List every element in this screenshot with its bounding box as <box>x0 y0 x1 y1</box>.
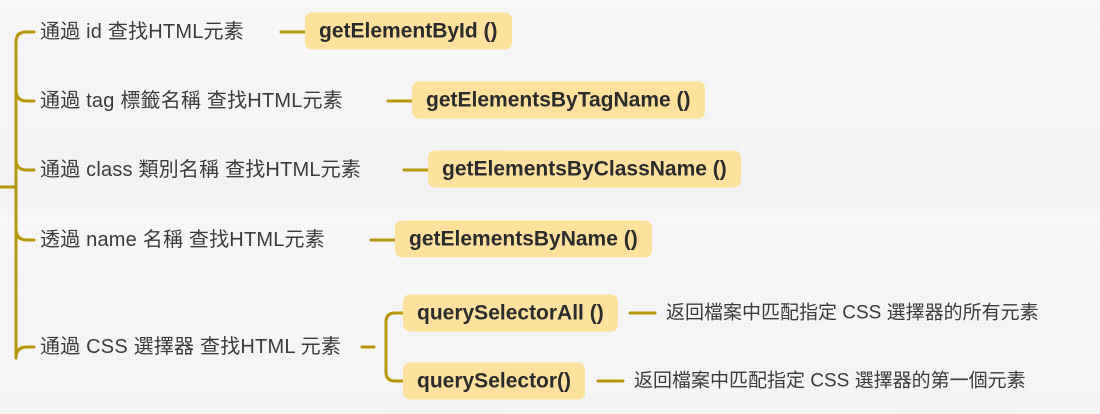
sub-connector-query-selector <box>384 370 405 383</box>
method-badge-get-elements-by-name[interactable]: getElementsByName () <box>395 220 652 258</box>
branch-label-by-class-name: 通過 class 類別名稱 查找HTML元素 <box>40 159 362 181</box>
branch-connector-by-tag-name <box>14 88 36 103</box>
method-badge-get-element-by-id[interactable]: getElementById () <box>305 12 512 50</box>
method-badge-get-elements-by-tag-name[interactable]: getElementsByTagName () <box>412 81 705 119</box>
method-badge-query-selector-all[interactable]: querySelectorAll () <box>403 294 618 332</box>
description-query-selector: 返回檔案中匹配指定 CSS 選擇器的第一個元素 <box>634 370 1026 392</box>
branch-connector-by-class-name <box>14 158 36 172</box>
method-badge-query-selector[interactable]: querySelector() <box>403 362 586 400</box>
branch-label-by-name: 透過 name 名稱 查找HTML元素 <box>40 229 325 251</box>
branch-connector-by-name <box>14 227 36 242</box>
description-query-selector-all: 返回檔案中匹配指定 CSS 選擇器的所有元素 <box>666 302 1039 324</box>
branch-label-by-tag-name: 通過 tag 標籤名稱 查找HTML元素 <box>40 90 343 112</box>
method-badge-get-elements-by-class-name[interactable]: getElementsByClassName () <box>428 150 741 188</box>
branch-connector-by-css-selector <box>14 345 36 360</box>
sub-connector-query-selector-all <box>384 311 405 324</box>
branch-label-by-id: 通過 id 查找HTML元素 <box>40 21 244 43</box>
branch-label-by-css-selector: 通過 CSS 選擇器 查找HTML 元素 <box>40 336 342 358</box>
branch-connector-by-id <box>14 30 36 44</box>
